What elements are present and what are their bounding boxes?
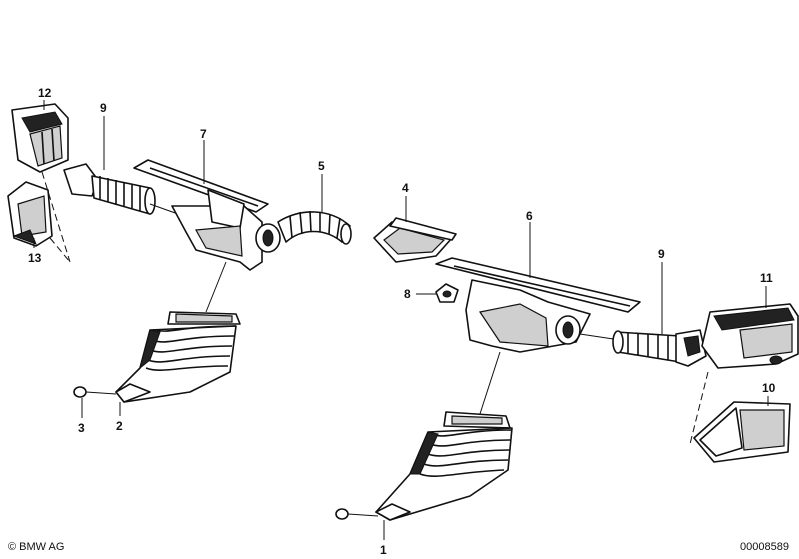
callout-leaders [33,100,769,540]
mounting-line-right [689,371,709,445]
document-number: 00008589 [740,541,789,553]
callout-8: 8 [404,287,411,301]
part-7-air-duct-left[interactable] [133,159,281,271]
callout-3: 3 [78,421,85,435]
part-11-vent-outlet-right[interactable] [701,303,799,369]
part-5-hose-center[interactable] [277,210,352,245]
callout-4: 4 [402,181,409,195]
part-10-vent-cover-right[interactable] [693,401,791,463]
leader-duct7-to-bellows2 [205,261,227,313]
callout-2: 2 [116,419,123,433]
callout-6: 6 [526,209,533,223]
callout-numbers: 12 9 7 5 4 6 9 11 8 10 13 2 3 1 [28,86,776,557]
part-9-hose-left[interactable] [63,163,156,215]
part-8-clip[interactable] [435,283,459,303]
leader-hose-to-duct-left [149,203,179,215]
callout-1: 1 [380,543,387,557]
callout-10: 10 [762,381,776,395]
leader-duct6-to-bellows1 [477,351,501,421]
part-2-bellows-left[interactable] [115,311,241,403]
mounting-line-left [41,171,71,263]
part-3-screw-left[interactable] [73,386,117,398]
callout-7: 7 [200,127,207,141]
part-screw-right[interactable] [335,508,379,520]
part-4-center-vent[interactable] [373,217,457,263]
callout-13: 13 [28,251,42,265]
copyright-label: © BMW AG [8,541,65,553]
mounting-line-left-2 [49,237,71,263]
callout-12: 12 [38,86,52,100]
callout-5: 5 [318,159,325,173]
part-6-air-duct-right[interactable] [435,257,641,353]
callout-11: 11 [760,271,773,285]
part-1-bellows-right[interactable] [375,411,513,521]
part-13-vent-cover-left[interactable] [7,181,53,247]
part-9-hose-right[interactable] [612,329,707,367]
callout-9-left: 9 [100,101,107,115]
part-12-vent-outlet-left[interactable] [11,103,69,173]
callout-9-right: 9 [658,247,665,261]
